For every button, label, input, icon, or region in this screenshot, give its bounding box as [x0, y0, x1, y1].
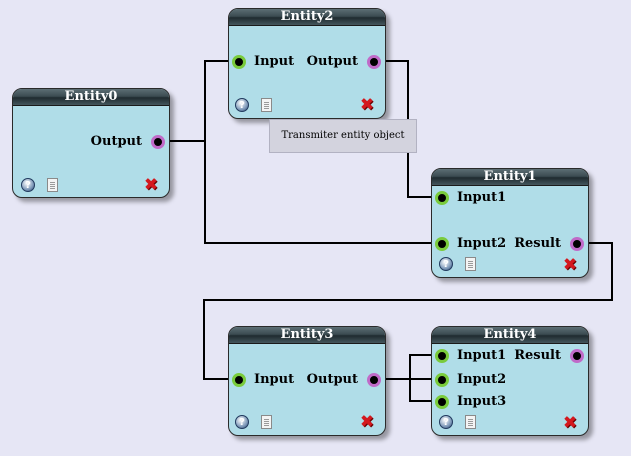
port-label-input: Input [254, 372, 295, 387]
port-label-input1: Input1 [457, 190, 507, 205]
input-port[interactable] [435, 395, 449, 409]
output-port[interactable] [151, 135, 165, 149]
close-icon[interactable]: ✖ [359, 95, 375, 115]
document-icon[interactable] [47, 178, 58, 192]
help-icon[interactable]: ? [439, 415, 453, 429]
node-entity2[interactable]: Entity2 Input Output ? ✖ [228, 8, 386, 119]
node-entity4[interactable]: Entity4 Input1 Result Input2 Input3 ? ✖ [431, 326, 589, 436]
port-label-output: Output [306, 372, 358, 387]
node-title[interactable]: Entity0 [13, 89, 169, 106]
document-icon[interactable] [465, 257, 476, 271]
input-port[interactable] [435, 349, 449, 363]
output-port[interactable] [570, 237, 584, 251]
document-icon[interactable] [261, 415, 272, 429]
port-label-input2: Input2 [457, 372, 507, 387]
wire-entity3-entity4-input3[interactable] [377, 378, 440, 402]
node-entity3[interactable]: Entity3 Input Output ? ✖ [228, 326, 386, 436]
node-title[interactable]: Entity2 [229, 9, 385, 26]
help-icon[interactable]: ? [235, 98, 249, 112]
input-port[interactable] [232, 55, 246, 69]
port-label-input3: Input3 [457, 394, 507, 409]
node-title[interactable]: Entity4 [432, 327, 588, 344]
port-label-output: Output [90, 134, 142, 149]
wire-entity0-entity1[interactable] [166, 140, 439, 244]
help-icon[interactable]: ? [439, 257, 453, 271]
port-label-result: Result [514, 348, 561, 363]
input-port[interactable] [435, 191, 449, 205]
wire-entity0-entity2[interactable] [166, 60, 237, 142]
output-port[interactable] [570, 349, 584, 363]
output-port[interactable] [367, 373, 381, 387]
document-icon[interactable] [465, 415, 476, 429]
node-entity0[interactable]: Entity0 Output ? ✖ [12, 88, 170, 198]
node-title[interactable]: Entity3 [229, 327, 385, 344]
output-port[interactable] [367, 55, 381, 69]
close-icon[interactable]: ✖ [143, 175, 159, 195]
node-title[interactable]: Entity1 [432, 169, 588, 186]
input-port[interactable] [232, 373, 246, 387]
close-icon[interactable]: ✖ [562, 413, 578, 433]
close-icon[interactable]: ✖ [562, 255, 578, 275]
input-port[interactable] [435, 237, 449, 251]
input-port[interactable] [435, 373, 449, 387]
port-label-result: Result [514, 236, 561, 251]
port-label-input2: Input2 [457, 236, 507, 251]
close-icon[interactable]: ✖ [359, 412, 375, 432]
port-label-output: Output [306, 54, 358, 69]
wire-entity1-entity3[interactable] [203, 242, 613, 380]
help-icon[interactable]: ? [21, 178, 35, 192]
port-label-input: Input [254, 54, 295, 69]
help-icon[interactable]: ? [235, 415, 249, 429]
node-entity1[interactable]: Entity1 Input1 Input2 Result ? ✖ [431, 168, 589, 278]
node-tooltip: Transmiter entity object [269, 119, 417, 153]
port-label-input1: Input1 [457, 348, 507, 363]
document-icon[interactable] [261, 98, 272, 112]
